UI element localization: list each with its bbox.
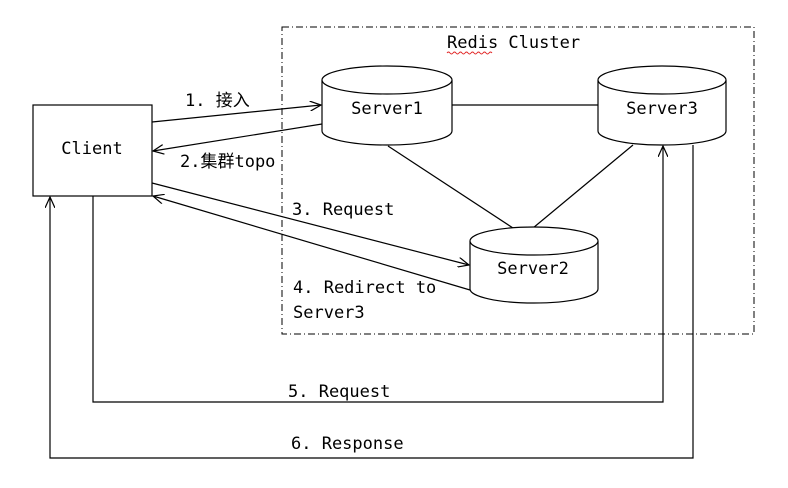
server2-cylinder: Server2 (469, 226, 599, 304)
cluster-boundary (281, 26, 755, 335)
arrow-step3 (151, 182, 469, 265)
edge-server3-server2 (532, 144, 634, 229)
step5-label: 5. Request (288, 382, 390, 402)
arrow-step5 (92, 146, 663, 403)
server2-label: Server2 (497, 259, 569, 279)
client-box (32, 104, 153, 197)
spellcheck-underline (446, 51, 493, 55)
server3-cylinder: Server3 (597, 65, 727, 146)
arrow-step4 (153, 196, 471, 291)
server3-label: Server3 (626, 99, 698, 119)
step2-label: 2.集群topo (180, 152, 275, 172)
step6-label: 6. Response (291, 434, 404, 454)
server1-cylinder: Server1 (321, 65, 453, 146)
edge-server1-server2 (387, 145, 514, 229)
step4-label-line2: Server3 (293, 303, 365, 323)
cluster-title: Redis Cluster (447, 33, 580, 53)
arrow-step2 (153, 123, 323, 151)
arrow-step6 (50, 145, 694, 459)
step4-label-line1: 4. Redirect to (293, 278, 436, 298)
server1-label: Server1 (351, 99, 423, 119)
client-label: Client (61, 139, 122, 159)
step1-label: 1. 接入 (185, 91, 250, 111)
step3-label: 3. Request (292, 200, 394, 220)
arrow-step1 (151, 105, 321, 123)
